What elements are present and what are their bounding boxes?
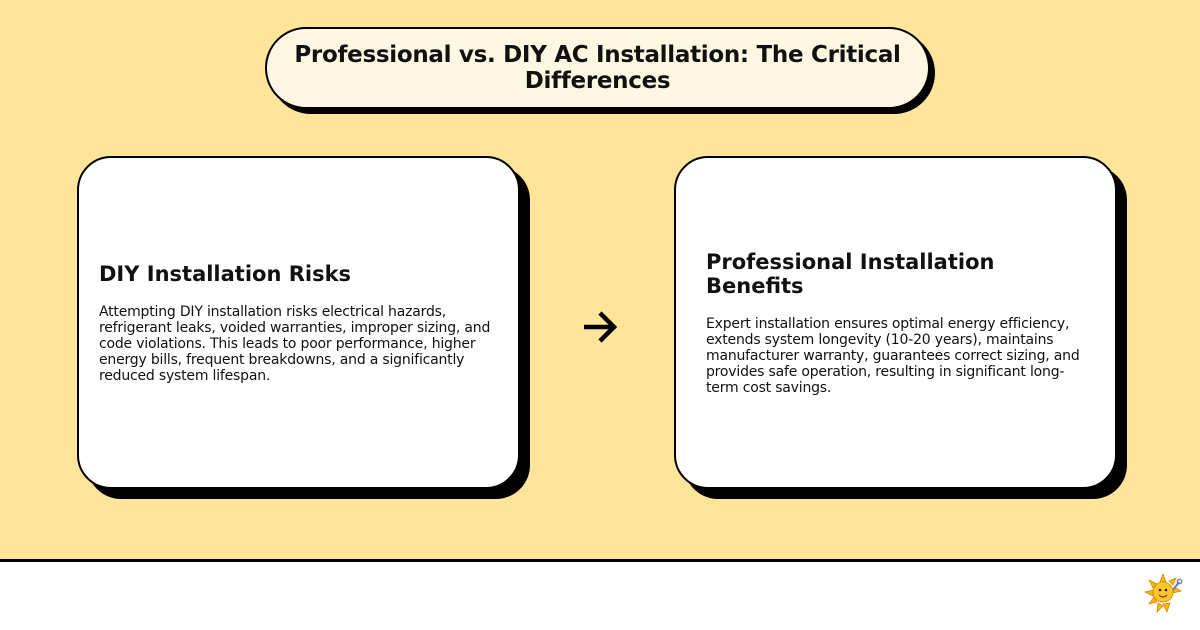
card-heading: Professional Installation Benefits — [706, 249, 995, 298]
sun-mascot-icon — [1143, 572, 1185, 614]
arrow-right-icon — [578, 305, 622, 349]
card-heading: DIY Installation Risks — [99, 261, 352, 286]
page-title: Professional vs. DIY AC Installation: Th… — [294, 42, 901, 94]
professional-benefits-card: Professional Installation Benefits Exper… — [674, 156, 1117, 489]
diagram-canvas: Professional vs. DIY AC Installation: Th… — [0, 0, 1200, 562]
title-banner: Professional vs. DIY AC Installation: Th… — [265, 27, 930, 109]
diy-risks-card: DIY Installation Risks Attempting DIY in… — [77, 156, 520, 489]
card-body: Expert installation ensures optimal ener… — [706, 315, 1080, 396]
card-body: Attempting DIY installation risks electr… — [99, 303, 491, 384]
